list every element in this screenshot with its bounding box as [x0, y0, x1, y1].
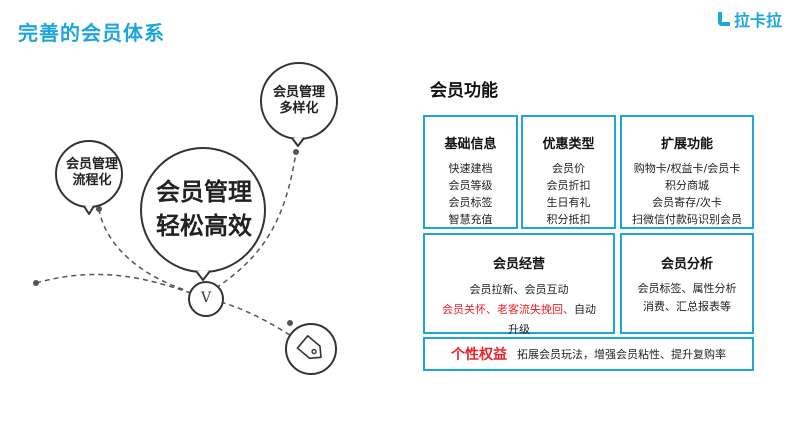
v-mark-icon	[188, 281, 224, 317]
list-item: 快速建档	[448, 162, 493, 175]
logo-mark-icon	[718, 12, 730, 26]
list-item: 扫微信付款码识别会员	[632, 213, 742, 226]
dashed-curve-up	[215, 151, 297, 289]
logo-text: 拉卡拉	[734, 11, 783, 30]
basic-info-box: 基础信息 快速建档 会员等级 会员标签 智慧充值	[423, 115, 518, 229]
bubble-center-label: 会员管理 轻松高效	[156, 178, 252, 240]
box-heading: 优惠类型	[542, 137, 595, 152]
list-item: 消费、汇总报表等	[643, 300, 731, 313]
price-tag-icon	[296, 335, 322, 360]
list-item: 智慧充值	[448, 213, 493, 226]
box-heading: 会员经营	[492, 257, 545, 272]
box-heading: 基础信息	[444, 137, 497, 152]
page-title: 完善的会员体系	[18, 21, 165, 45]
list-item-highlight: 会员关怀、老客流失挽回、	[442, 303, 574, 316]
list-item: 积分抵扣	[546, 213, 591, 226]
list-item: 会员寄存/次卡	[652, 196, 722, 209]
list-item-highlight: 购物卡/权益卡/会员卡	[633, 162, 741, 175]
member-operation-box: 会员经营 会员拉新、会员互动 会员关怀、老客流失挽回、自动 升级	[423, 233, 615, 336]
list-item: 会员关怀、老客流失挽回、自动	[425, 300, 613, 320]
list-item-text: 自动	[574, 303, 596, 316]
v-mark-label: V	[200, 290, 212, 306]
list-item: 会员等级	[448, 179, 493, 192]
list-item: 会员折扣	[546, 179, 591, 192]
dot	[293, 149, 299, 155]
extended-functions-box: 扩展功能 购物卡/权益卡/会员卡 积分商城 会员寄存/次卡 扫微信付款码识别会员	[620, 115, 754, 229]
discount-type-box: 优惠类型 会员价 会员折扣 生日有礼 积分抵扣	[521, 115, 616, 229]
list-item-highlight: 会员拉新、会员互动	[469, 283, 569, 296]
dashed-curve-left	[98, 208, 186, 291]
functions-title: 会员功能	[430, 81, 498, 101]
brand-logo: 拉卡拉	[718, 8, 782, 30]
personalized-perks-box: 个性权益 拓展会员玩法，增强会员粘性、提升复购率	[423, 337, 754, 371]
list-item: 积分商城	[665, 179, 709, 192]
dot	[287, 320, 293, 326]
list-item: 会员标签	[448, 196, 493, 209]
perks-text: 拓展会员玩法，增强会员粘性、提升复购率	[517, 348, 726, 361]
list-item: 会员标签、属性分析	[637, 282, 737, 295]
perks-heading: 个性权益	[451, 347, 507, 363]
box-heading: 会员分析	[660, 257, 713, 272]
dot	[33, 280, 39, 286]
list-item: 生日有礼	[546, 196, 591, 209]
box-heading: 扩展功能	[660, 137, 713, 152]
list-item: 升级	[508, 323, 530, 336]
dashed-curve	[35, 273, 291, 336]
price-tag-circle	[285, 323, 337, 375]
list-item: 会员价	[552, 162, 585, 175]
member-analysis-box: 会员分析 会员标签、属性分析 消费、汇总报表等	[620, 233, 754, 334]
bubble-left-label: 会员管理 流程化	[65, 157, 118, 189]
bubble-top-label: 会员管理 多样化	[272, 85, 325, 117]
dot	[96, 206, 102, 212]
